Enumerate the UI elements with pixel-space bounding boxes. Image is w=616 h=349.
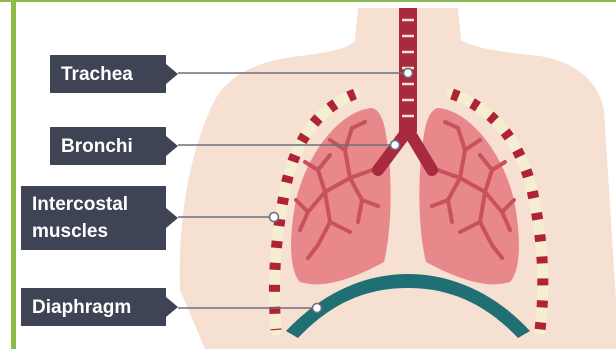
trachea-label: Trachea [50,55,166,93]
diaphragm-label: Diaphragm [21,288,166,326]
body-silhouette [180,8,616,349]
bronchi-label-arrow [166,136,178,156]
intercostal-muscles-label-text: Intercostal muscles [32,191,128,245]
diaphragm-pointer-dot [313,304,322,313]
trachea-label-text: Trachea [61,61,133,88]
bronchi-pointer-dot [391,141,400,150]
trachea-pointer-dot [404,69,413,78]
bronchi-label-text: Bronchi [61,133,133,160]
frame-top-border [0,0,616,2]
diaphragm-label-arrow [166,297,178,317]
bronchi-label: Bronchi [50,127,166,165]
frame-left-border [11,2,16,349]
trachea-label-arrow [166,64,178,84]
intercostal-pointer-dot [270,213,279,222]
intercostal-muscles-label-arrow [166,208,178,228]
intercostal-muscles-label: Intercostal muscles [21,186,166,250]
diaphragm-label-text: Diaphragm [32,294,131,321]
